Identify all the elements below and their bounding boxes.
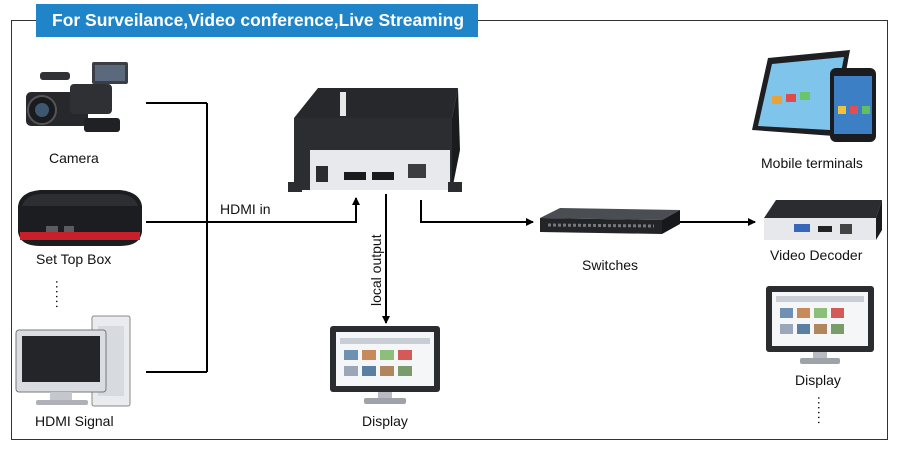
encoder-device-icon <box>288 88 462 192</box>
stb-to-encoder-line <box>146 197 360 223</box>
outputs-ellipsis: ...... <box>815 396 831 426</box>
set-top-box-label: Set Top Box <box>36 251 112 267</box>
switches-label: Switches <box>582 257 639 273</box>
local-display-icon <box>330 326 440 404</box>
local-display-label: Display <box>362 413 408 429</box>
mobile-terminals-label: Mobile terminals <box>761 155 863 171</box>
banner-title: For Surveilance,Video conference,Live St… <box>36 4 478 37</box>
switch-icon <box>540 208 680 234</box>
connector-lines <box>146 102 756 373</box>
camera-label: Camera <box>49 150 99 166</box>
set-top-box-icon <box>18 190 142 246</box>
sources-ellipsis: ...... <box>53 280 69 310</box>
hdmi-signal-label: HDMI Signal <box>35 413 114 429</box>
remote-display-icon <box>766 286 874 364</box>
mobile-terminals-icon <box>752 50 876 142</box>
video-decoder-icon <box>764 200 882 240</box>
pc-monitor-icon <box>15 315 131 407</box>
local-output-label: local output <box>368 234 384 306</box>
hdmi-in-label: HDMI in <box>220 201 271 217</box>
remote-display-label: Display <box>795 372 841 388</box>
camera-icon <box>26 62 128 132</box>
video-decoder-label: Video Decoder <box>770 247 863 263</box>
encoder-to-switch-line <box>420 200 534 226</box>
